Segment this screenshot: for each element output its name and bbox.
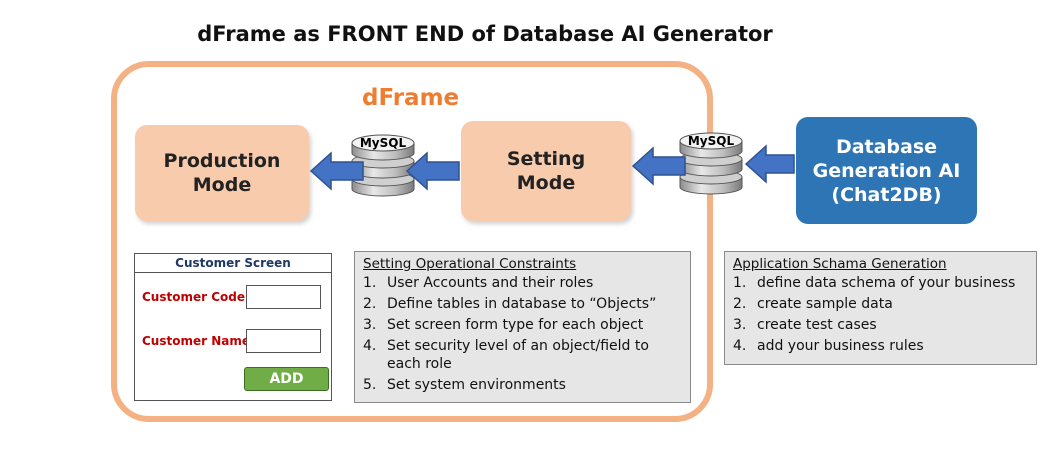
customer-code-label: Customer Code	[142, 290, 245, 304]
list-item: 4.add your business rules	[733, 338, 924, 354]
dframe-container	[111, 61, 713, 422]
list-item: 3.Set screen form type for each object	[363, 317, 644, 333]
arrow-left-icon	[631, 146, 686, 186]
schema-generation-heading: Application Schama Generation	[733, 256, 947, 272]
add-button[interactable]: ADD	[244, 367, 329, 391]
list-item: 5.Set system environments	[363, 377, 566, 393]
list-item: 1.User Accounts and their roles	[363, 275, 594, 291]
database-ai-line-3: (Chat2DB)	[831, 183, 942, 206]
database-ai-box: Database Generation AI (Chat2DB)	[796, 117, 977, 224]
setting-constraints-heading: Setting Operational Constraints	[363, 256, 577, 272]
list-item: 1.define data schema of your business	[733, 275, 1016, 291]
list-item: 2.create sample data	[733, 296, 893, 312]
arrow-left-icon	[405, 151, 460, 191]
setting-mode-box: Setting Mode	[461, 121, 631, 221]
setting-mode-line-1: Setting	[506, 148, 586, 170]
production-mode-line-1: Production	[163, 150, 281, 172]
production-mode-line-2: Mode	[192, 174, 252, 196]
db-label-1: MySQL	[360, 136, 407, 150]
arrow-left-icon	[744, 144, 795, 184]
production-mode-box: Production Mode	[135, 125, 309, 221]
schema-generation-panel: Application Schama Generation 1.define d…	[724, 251, 1037, 365]
customer-screen: Customer Screen Customer Code Customer N…	[134, 253, 332, 401]
customer-screen-title: Customer Screen	[135, 254, 331, 273]
list-item: 4.Set security level of an object/field …	[363, 338, 649, 372]
database-ai-line-2: Generation AI	[812, 159, 961, 182]
setting-constraints-panel: Setting Operational Constraints 1.User A…	[354, 251, 691, 403]
customer-name-label: Customer Name	[142, 334, 250, 348]
database-icon: MySQL	[679, 132, 743, 195]
list-item: 3.create test cases	[733, 317, 877, 333]
database-icon: MySQL	[351, 134, 415, 197]
arrow-left-icon	[309, 151, 364, 191]
db-label-2: MySQL	[688, 134, 735, 148]
dframe-label: dFrame	[362, 85, 460, 111]
setting-mode-line-2: Mode	[516, 172, 576, 194]
database-ai-line-1: Database	[835, 135, 938, 158]
list-item: 2.Define tables in database to “Objects”	[363, 296, 657, 312]
customer-code-field[interactable]	[246, 285, 321, 309]
customer-name-field[interactable]	[246, 329, 321, 353]
diagram-title: dFrame as FRONT END of Database AI Gener…	[197, 22, 773, 46]
